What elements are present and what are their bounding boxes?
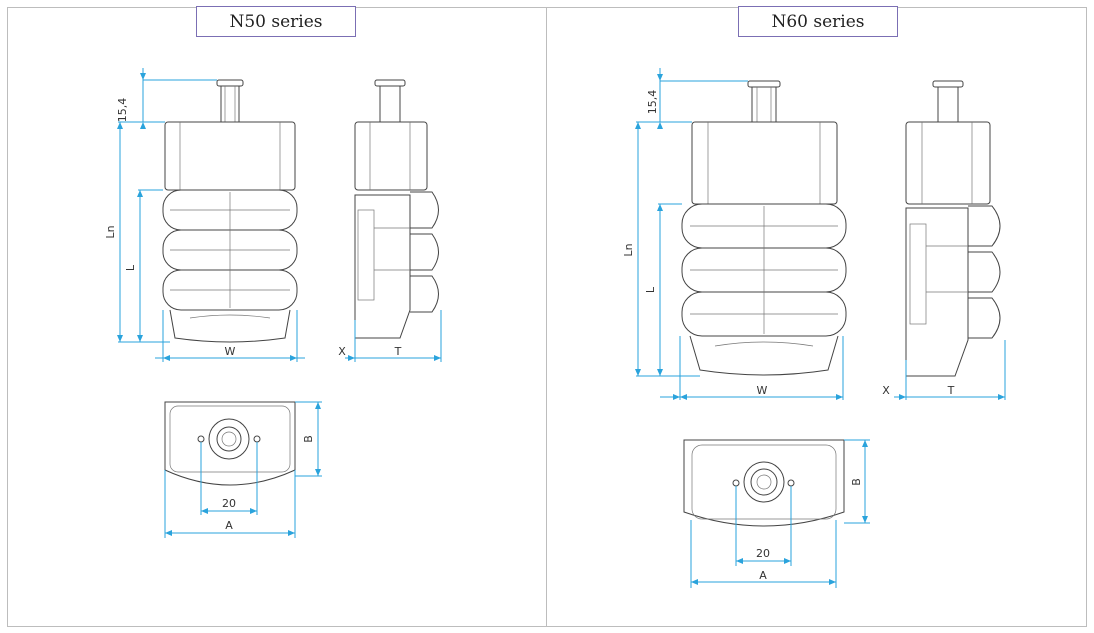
n50-hole-spacing-label: 20 xyxy=(222,497,236,510)
n60-bottom-view xyxy=(683,439,845,527)
n60-side-view xyxy=(905,80,1001,377)
n60-l-label: L xyxy=(644,286,657,293)
n60-w-label: W xyxy=(757,384,768,397)
n60-hole-spacing-label: 20 xyxy=(756,547,770,560)
n50-bottom-view xyxy=(164,401,296,486)
n60-t-label: T xyxy=(947,384,955,397)
n50-side-dimensions xyxy=(345,310,442,362)
n50-ln-label: Ln xyxy=(104,225,117,238)
n60-a-label: A xyxy=(759,569,767,582)
n50-x-label: X xyxy=(338,345,346,358)
n60-top-height-label: 15,4 xyxy=(646,90,659,115)
n50-side-view xyxy=(354,79,439,339)
n50-l-label: L xyxy=(124,264,137,271)
n50-series-title: N50 series xyxy=(196,6,356,37)
n60-series-title: N60 series xyxy=(738,6,898,37)
n60-bottom-dimensions xyxy=(690,439,870,588)
n50-bottom-dimensions xyxy=(164,401,322,538)
n50-t-label: T xyxy=(394,345,402,358)
n60-x-label: X xyxy=(882,384,890,397)
n60-side-dimensions xyxy=(894,340,1006,400)
drawing-frame xyxy=(7,7,1087,627)
n50-w-label: W xyxy=(225,345,236,358)
panel-divider xyxy=(546,7,547,627)
n50-front-view xyxy=(162,79,298,343)
n50-a-label: A xyxy=(225,519,233,532)
n50-front-dimensions xyxy=(117,68,305,362)
n50-b-label: B xyxy=(302,435,315,443)
n50-top-height-label: 15,4 xyxy=(116,98,129,123)
n60-b-label: B xyxy=(850,478,863,486)
n60-front-dimensions xyxy=(635,68,844,400)
n60-front-view xyxy=(681,80,847,376)
n60-ln-label: Ln xyxy=(622,243,635,256)
